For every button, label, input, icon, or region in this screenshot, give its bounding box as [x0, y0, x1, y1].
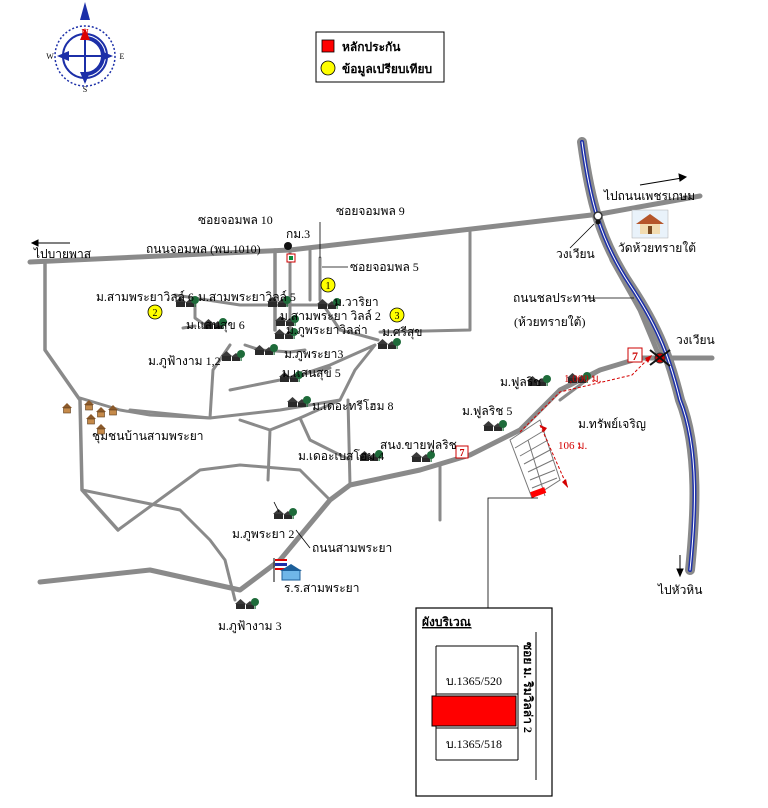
village-fullrich-5: ม.ฟูลริช 5: [462, 404, 512, 419]
legend-comparison-swatch: [320, 60, 336, 76]
svg-text:7: 7: [632, 349, 638, 363]
label-chonprathan: ถนนชลประทาน: [513, 291, 596, 305]
label-main-road: ถนนจอมพล (พบ.1010): [146, 242, 261, 256]
subdivision-plan: [509, 419, 561, 499]
compass-e: E: [120, 52, 125, 61]
inset-title: ผังบริเวณ: [422, 615, 471, 629]
seven-eleven-icon: 7: [627, 347, 643, 363]
collateral-plot-small: [530, 487, 547, 498]
label-soi-9: ซอยจอมพล 9: [336, 204, 405, 218]
village-srisuk: ม.ศรีสุข: [382, 325, 423, 340]
label-roundabout-east: วงเวียน: [676, 333, 715, 347]
temple-icon: [631, 209, 669, 239]
village-phufah-1-2: ม.ภูฟ้างาม 1,2: [148, 354, 221, 369]
village-base-home-4: ม.เดอะเบสโฮม 4: [298, 449, 384, 463]
inset-lot-lower: บ.1365/518: [446, 737, 502, 751]
compass-s: S: [83, 85, 87, 94]
label-roundabout-north: วงเวียน: [556, 247, 595, 261]
inset-lot-upper: บ.1365/520: [446, 674, 502, 688]
label-to-bypass: ไปบายพาส: [33, 247, 92, 261]
village-phufah-3: ม.ภูฟ้างาม 3: [218, 619, 282, 634]
comparison-marker-1: [320, 277, 336, 293]
legend-collateral-label: หลักประกัน: [342, 40, 401, 54]
label-community: ชุมชนบ้านสามพระยา: [92, 429, 204, 444]
legend-comparison-label: ข้อมูลเปรียบเทียบ: [342, 62, 432, 77]
distance-1000m: 1,000 ม.: [564, 373, 602, 385]
label-sam-phraya-road: ถนนสามพระยา: [312, 541, 392, 555]
label-soi-10: ซอยจอมพล 10: [198, 213, 273, 227]
label-to-phetkasem: ไปถนนเพชรเกษม: [603, 189, 695, 203]
school-icon: [273, 558, 302, 582]
village-phuphraya-3: ม.ภูพระยา3: [284, 347, 343, 362]
road-west: [43, 260, 120, 532]
direction-arrows: [30, 173, 688, 578]
village-sap-charoen: ม.ทรัพย์เจริญ: [578, 417, 646, 431]
svg-text:7: 7: [460, 448, 465, 459]
village-sales-office: สนง.ขายฟูลริช: [380, 438, 457, 453]
label-huay-sai-tai: (ห้วยทรายใต้): [514, 315, 585, 329]
village-wariya: ม.วาริยา: [334, 295, 379, 309]
distance-106m: 106 ม.: [558, 440, 588, 452]
village-samphraya-2: ม.สามพระยา วิลล์ 2: [280, 309, 381, 323]
village-saensuk-5: ม.แสนสุข 5: [282, 366, 341, 381]
road-sam-phraya: [37, 355, 715, 593]
svg-text:2: 2: [153, 308, 158, 319]
legend-collateral-swatch: [321, 39, 335, 53]
road-jomphon: [27, 193, 703, 265]
label-soi-5: ซอยจอมพล 5: [350, 260, 419, 274]
label-temple: วัดห้วยทรายใต้: [618, 241, 696, 255]
village-samphraya-6: ม.สามพระยาวิลล์ 6: [96, 290, 194, 304]
village-samphraya-5: ม.สามพระยาวิลล์ 5: [198, 290, 296, 304]
village-phuphraya-villa: ม.ภูพระยาวิลล่า: [286, 323, 368, 338]
collateral-plot: [431, 695, 517, 727]
site-plan-inset: ผังบริเวณ บ.1365/520 บ.1365/518 ซอย ม. ร…: [415, 607, 553, 797]
label-km3: กม.3: [286, 227, 310, 241]
north-arrow-icon: [80, 2, 90, 20]
legend: หลักประกัน ข้อมูลเปรียบเทียบ: [315, 31, 445, 83]
comparison-marker-3: [389, 307, 405, 323]
village-phuphraya-2: ม.ภูพระยา 2: [232, 527, 294, 542]
compass-n: N: [81, 28, 89, 39]
roundabout-north: [593, 211, 603, 221]
svg-text:3: 3: [395, 311, 400, 322]
road-soi-9: [318, 256, 380, 342]
compass-rose: N S E W: [46, 2, 125, 94]
km3-marker: [284, 242, 292, 250]
village-saensuk-6: ม.แสนสุข 6: [186, 318, 245, 333]
comparison-markers: 1 2 3: [147, 277, 405, 323]
seven-eleven-icon: 7: [455, 445, 469, 459]
villages: ม.สามพระยาวิลล์ 6 ม.สามพระยาวิลล์ 5 ม.วา…: [96, 290, 646, 634]
distance-markers: [519, 354, 653, 489]
label-school: ร.ร.สามพระยา: [284, 581, 359, 595]
comparison-marker-2: [147, 304, 163, 320]
compass-w: W: [46, 52, 54, 61]
inset-soi-label: ซอย ม. ริมวิลล่า 2: [521, 642, 535, 733]
village-fullrich: ม.ฟูลริช: [500, 375, 541, 390]
village-tree-home-8: ม.เดอะทรีโฮม 8: [312, 399, 394, 413]
svg-text:1: 1: [326, 281, 331, 292]
label-to-hua-hin: ไปหัวหิน: [657, 583, 702, 597]
